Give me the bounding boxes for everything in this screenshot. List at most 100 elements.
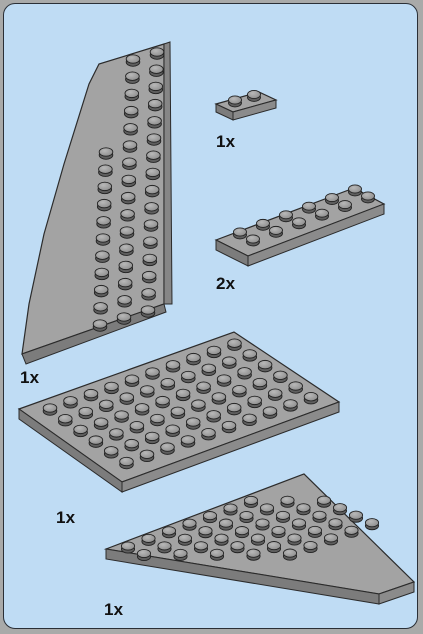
stud: [117, 313, 131, 321]
stud: [222, 421, 236, 429]
stud: [349, 511, 362, 519]
stud: [99, 148, 113, 156]
stud: [145, 185, 159, 193]
stud: [96, 251, 110, 259]
stud: [146, 368, 160, 376]
stud: [256, 519, 269, 527]
stud: [199, 527, 212, 535]
stud: [362, 192, 375, 200]
stud: [248, 396, 262, 404]
stud: [267, 542, 280, 550]
stud: [120, 393, 134, 401]
stud: [263, 407, 277, 415]
stud: [194, 542, 207, 550]
stud: [150, 65, 164, 73]
quantity-wedge-plate-triangular: 1x: [104, 600, 123, 620]
stud: [151, 414, 165, 422]
stud: [148, 117, 162, 125]
stud: [260, 504, 273, 512]
stud: [223, 357, 237, 365]
stud: [235, 527, 248, 535]
stud: [141, 386, 155, 394]
stud: [142, 534, 155, 542]
stud: [345, 526, 358, 534]
stud: [210, 549, 223, 557]
stud: [324, 534, 337, 542]
quantity-plate-2x6: 2x: [216, 274, 235, 294]
stud: [158, 542, 171, 550]
stud: [270, 226, 283, 234]
stud: [79, 407, 93, 415]
stud: [292, 519, 305, 527]
stud: [142, 271, 156, 279]
stud: [231, 542, 244, 550]
stud: [248, 90, 261, 98]
stud: [243, 350, 257, 358]
stud: [161, 443, 175, 451]
stud: [316, 209, 329, 217]
stud: [251, 534, 264, 542]
stud: [207, 411, 221, 419]
stud: [339, 201, 352, 209]
stud: [258, 360, 272, 368]
stud: [284, 400, 298, 408]
stud: [121, 210, 135, 218]
stud: [203, 512, 216, 520]
stud: [59, 414, 73, 422]
stud: [317, 496, 330, 504]
stud: [238, 368, 252, 376]
stud: [123, 158, 137, 166]
stud: [197, 382, 211, 390]
stud: [125, 89, 139, 97]
stud: [227, 403, 241, 411]
stud: [110, 429, 124, 437]
stud: [145, 203, 159, 211]
plate-1x2-image: [216, 90, 276, 120]
stud: [183, 519, 196, 527]
stud: [43, 404, 57, 412]
stud: [289, 382, 303, 390]
stud: [89, 436, 103, 444]
stud: [178, 534, 191, 542]
stud: [144, 220, 158, 228]
stud: [186, 418, 200, 426]
stud: [125, 375, 139, 383]
stud: [142, 289, 156, 297]
stud: [234, 228, 247, 236]
stud: [105, 382, 119, 390]
stud: [240, 511, 253, 519]
stud: [100, 400, 114, 408]
stud: [135, 404, 149, 412]
stud: [176, 389, 190, 397]
stud: [171, 407, 185, 415]
stud: [162, 527, 175, 535]
stud: [148, 99, 162, 107]
stud: [143, 254, 157, 262]
stud: [243, 414, 257, 422]
stud: [304, 392, 318, 400]
stud: [161, 378, 175, 386]
stud: [156, 396, 170, 404]
stud: [247, 549, 260, 557]
stud: [283, 549, 296, 557]
stud: [96, 234, 110, 242]
stud: [84, 389, 98, 397]
stud: [74, 425, 88, 433]
stud: [120, 457, 134, 465]
stud: [297, 504, 310, 512]
stud: [174, 549, 187, 557]
stud: [94, 303, 108, 311]
stud: [192, 400, 206, 408]
tall-wedge-plate-image: [22, 42, 172, 364]
stud: [215, 534, 228, 542]
stud: [93, 320, 107, 328]
stud: [253, 378, 267, 386]
parts-illustration: [4, 4, 418, 629]
stud: [149, 82, 163, 90]
stud: [219, 519, 232, 527]
stud: [124, 124, 138, 132]
stud: [202, 428, 216, 436]
stud: [229, 96, 242, 104]
stud: [137, 549, 150, 557]
stud: [118, 278, 132, 286]
